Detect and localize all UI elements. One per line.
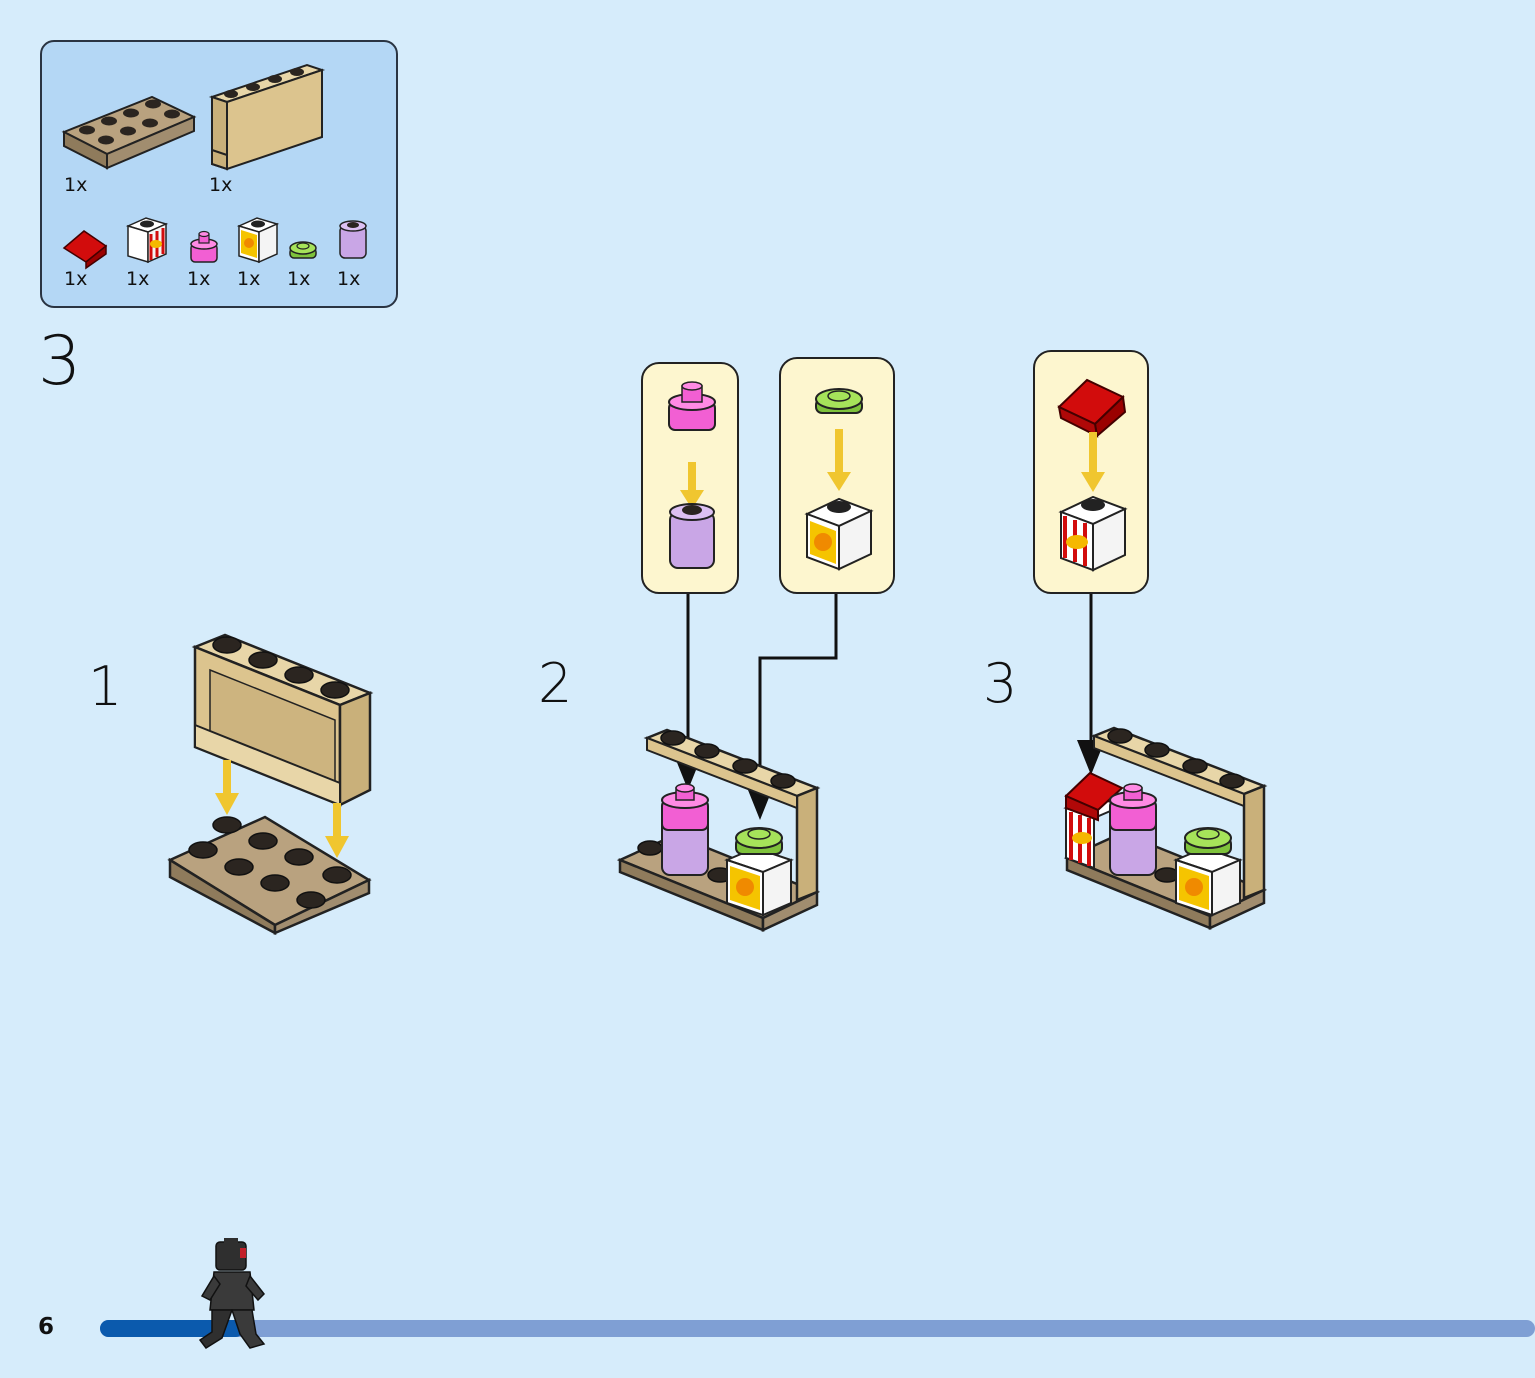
substep-number: 1 xyxy=(88,655,123,718)
callout-lime-on-sun-brick xyxy=(779,357,895,594)
part-count: 1x xyxy=(187,268,211,290)
part-count: 1x xyxy=(64,268,88,290)
callout-magenta-on-cylinder xyxy=(641,362,739,594)
popcorn-brick-icon xyxy=(125,217,169,264)
substep-number: 2 xyxy=(538,652,573,715)
part-count: 1x xyxy=(126,268,150,290)
page-number: 6 xyxy=(38,1314,55,1340)
magenta-round-icon xyxy=(190,230,218,263)
slope-red-icon xyxy=(1057,378,1128,572)
progress-fill xyxy=(100,1320,244,1337)
panel-1x4-icon xyxy=(208,63,326,171)
callout-slope-on-popcorn xyxy=(1033,350,1149,594)
progress-bar xyxy=(100,1320,1535,1337)
part-count: 1x xyxy=(237,268,261,290)
part-count: 1x xyxy=(64,174,88,196)
lime-round-plate-icon xyxy=(289,241,317,259)
sun-brick-icon xyxy=(236,217,280,264)
progress-track xyxy=(100,1320,1535,1337)
substep-1-illustration xyxy=(167,633,374,936)
magenta-round-icon xyxy=(668,381,716,569)
substep-number: 3 xyxy=(983,652,1018,715)
substep-2-illustration xyxy=(616,728,821,932)
part-count: 1x xyxy=(337,268,361,290)
page-step-number: 3 xyxy=(38,322,82,401)
substep-3-illustration xyxy=(1063,726,1268,930)
walking-figure-icon xyxy=(198,1238,266,1350)
part-count: 1x xyxy=(209,174,233,196)
parts-inventory-box: 1x 1x 1x 1x 1x xyxy=(40,40,398,308)
lavender-cylinder-icon xyxy=(339,220,367,259)
part-count: 1x xyxy=(287,268,311,290)
slope-red-icon xyxy=(62,230,108,270)
lime-round-plate-icon xyxy=(804,388,874,571)
plate-2x4-icon xyxy=(61,95,197,170)
